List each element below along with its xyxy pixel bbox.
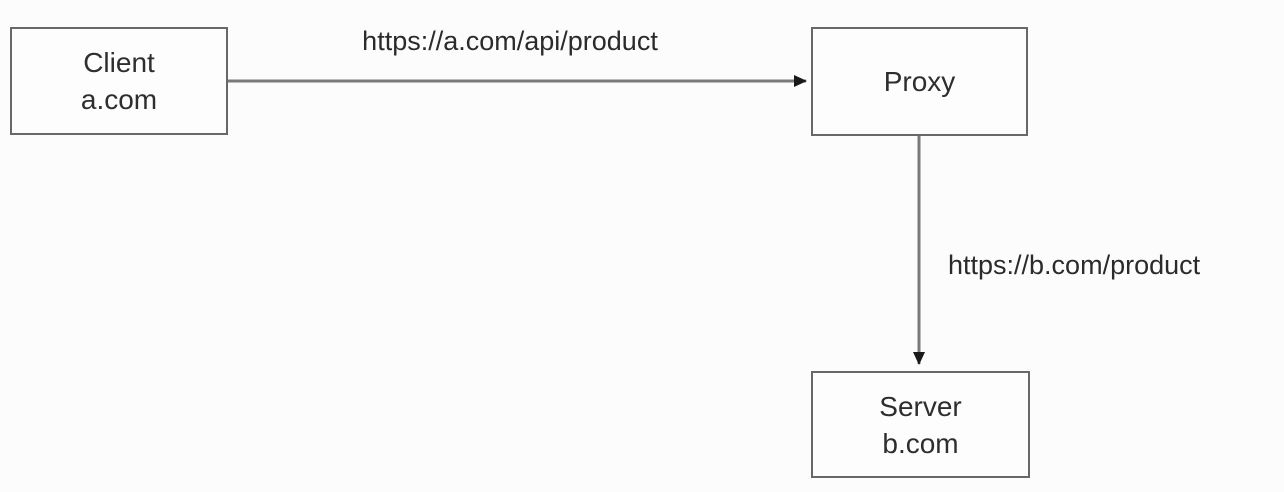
node-server-name: Server (879, 390, 962, 422)
node-proxy-name: Proxy (883, 66, 956, 97)
node-server: Server b.com (811, 371, 1030, 478)
node-proxy: Proxy (811, 27, 1028, 136)
node-client-domain: a.com (80, 84, 158, 115)
edge-label-proxy-to-server: https://b.com/product (948, 250, 1201, 280)
node-server-domain: b.com (882, 427, 959, 459)
node-client-name: Client (83, 47, 155, 78)
edge-label-client-to-proxy: https://a.com/api/product (362, 26, 658, 56)
node-client: Client a.com (10, 27, 228, 135)
